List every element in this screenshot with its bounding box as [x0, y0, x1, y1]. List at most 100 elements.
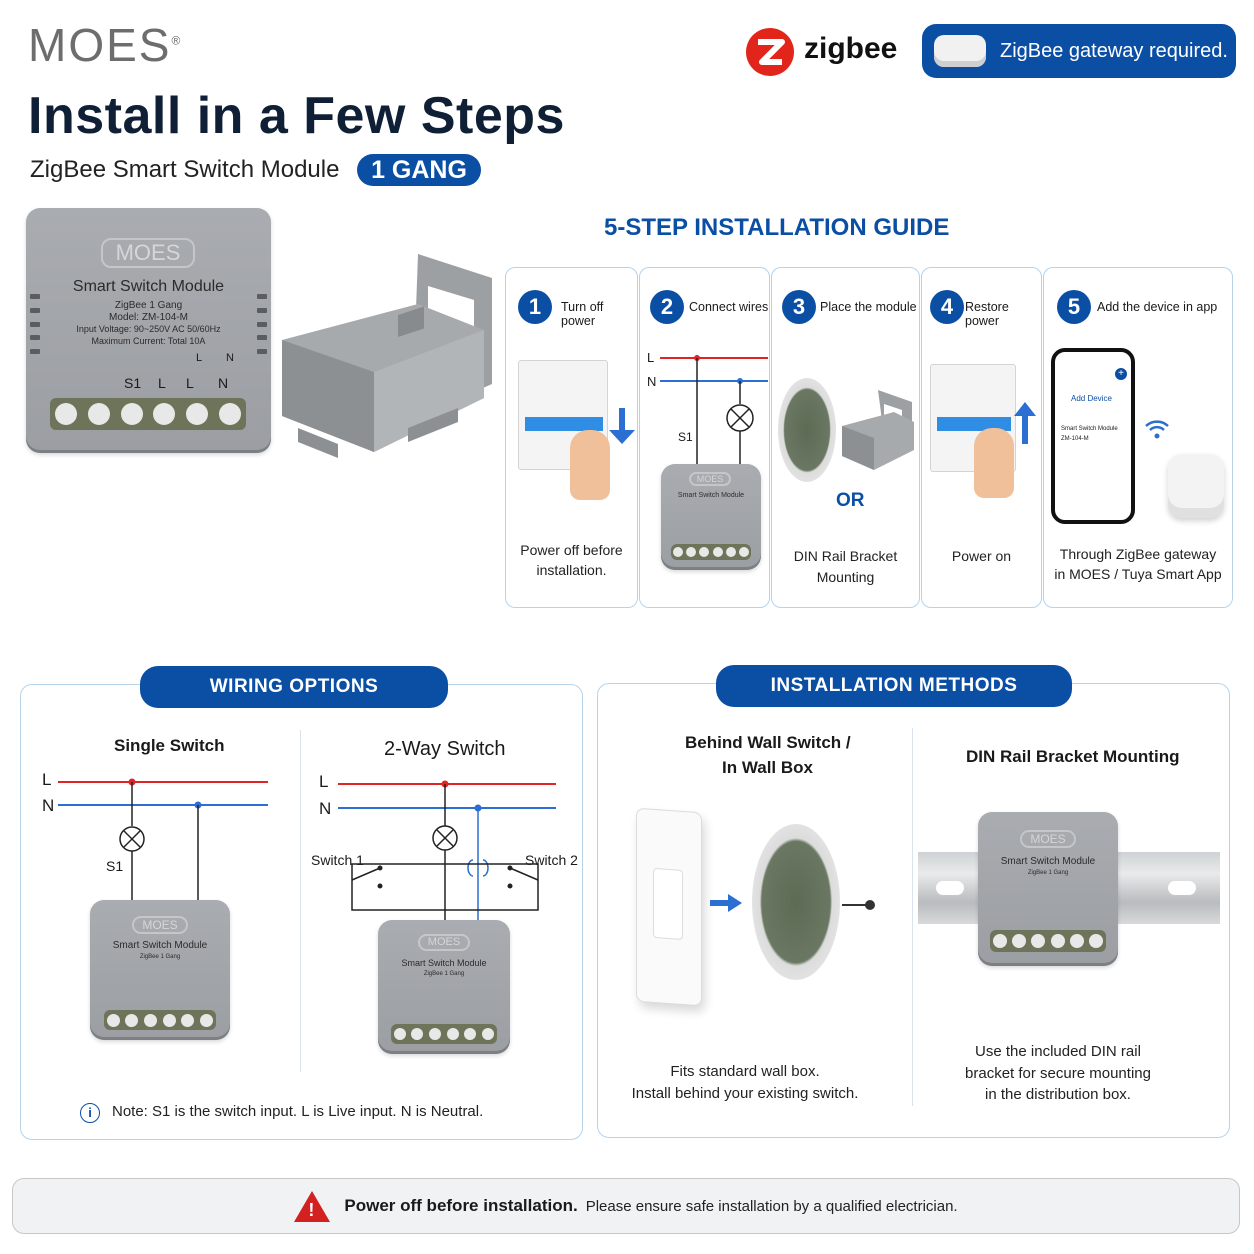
single-module-image: MOES Smart Switch Module ZigBee 1 Gang [90, 900, 230, 1040]
gateway-hub-icon [934, 35, 986, 67]
step-1-number: 1 [518, 290, 552, 324]
two-way-diagram [338, 780, 556, 920]
step-4-label: Restore power [965, 300, 1009, 328]
wall-box-module-image [752, 824, 840, 980]
single-l-label: L [42, 770, 52, 789]
module-mark-l: L [196, 352, 203, 364]
module-line4: Maximum Current: Total 10A [91, 336, 206, 346]
wiring-divider [300, 730, 301, 1072]
info-icon: i [80, 1103, 100, 1123]
app-item-1: Smart Switch Module [1061, 426, 1118, 432]
module-logo: MOES [101, 238, 195, 268]
product-module-image: MOES Smart Switch Module ZigBee 1 Gang M… [26, 208, 271, 453]
step-3-number: 3 [782, 290, 816, 324]
footer-bold-text: Power off before installation. [344, 1196, 578, 1215]
din-method-title: DIN Rail Bracket Mounting [966, 747, 1180, 766]
step-3-card: 3 Place the module OR DIN Rail Bracket M… [771, 267, 920, 608]
step-2-wire-s1-label: S1 [678, 430, 693, 444]
arrow-down-icon [619, 408, 625, 436]
step-3-label: Place the module [820, 300, 917, 314]
step-4-number: 4 [930, 290, 964, 324]
two-way-module-image: MOES Smart Switch Module ZigBee 1 Gang [378, 920, 510, 1054]
din-module-image: MOES Smart Switch Module ZigBee 1 Gang [978, 812, 1118, 966]
terminal-block [50, 398, 246, 430]
step-2-wire-l-label: L [647, 350, 655, 365]
step-1-caption-l2: installation. [536, 562, 607, 578]
din-bracket-image [282, 254, 492, 458]
module-name: Smart Switch Module [72, 278, 225, 295]
step-4-caption-l1: Power on [951, 548, 1012, 564]
footer-text: Please ensure safe installation by a qua… [585, 1197, 958, 1215]
terminal-label-s1: S1 [124, 375, 142, 391]
step-5-number: 5 [1057, 290, 1091, 324]
din-caption-l1: Use the included DIN rail [975, 1043, 1141, 1060]
zigbee-logo-icon [746, 28, 794, 76]
brand-logo: MOES® [28, 19, 183, 71]
footer-warning: ! Power off before installation. Please … [12, 1178, 1240, 1234]
module-vent-left [30, 294, 40, 354]
wall-caption-l1: Fits standard wall box. [670, 1063, 820, 1080]
wall-method-title-l2: In Wall Box [722, 758, 813, 777]
page-subtitle: ZigBee Smart Switch Module [30, 156, 340, 183]
or-text: OR [836, 490, 865, 511]
methods-title: INSTALLATION METHODS [716, 665, 1072, 707]
step-2-wiring-diagram [660, 355, 768, 464]
step-2-label: Connect wires [689, 300, 769, 314]
step-2-number: 2 [650, 290, 684, 324]
two-way-l-label: L [319, 772, 329, 791]
arrow-up-icon [1014, 402, 1036, 444]
warning-icon: ! [294, 1190, 331, 1222]
add-icon: + [1115, 368, 1127, 380]
module-line2: Model: ZM-104-M [109, 312, 188, 323]
wall-method-title-l1: Behind Wall Switch / [685, 733, 851, 752]
terminal-label-n: N [218, 375, 229, 391]
step-5-card: 5 Add the device in app + Add Device Sma… [1043, 267, 1233, 608]
din-caption-l3: in the distribution box. [985, 1086, 1131, 1103]
single-switch-diagram [58, 778, 268, 902]
app-add-device: Add Device [1071, 394, 1112, 403]
wiring-note: Note: S1 is the switch input. L is Live … [112, 1103, 484, 1120]
hand-icon [974, 428, 1014, 498]
step-5-caption-l2: in MOES / Tuya Smart App [1054, 566, 1222, 582]
wall-box-image [778, 378, 836, 482]
terminal-label-l1: L [158, 375, 166, 391]
module-line3: Input Voltage: 90~250V AC 50/60Hz [76, 324, 221, 334]
gateway-notice: ZigBee gateway required. [922, 24, 1236, 78]
wall-caption-l2: Install behind your existing switch. [631, 1085, 859, 1102]
step-1-card: 1 Turn off power Power off before instal… [505, 267, 638, 608]
wifi-icon [1145, 420, 1169, 439]
wall-switch-image [636, 807, 702, 1007]
step-2-wire-n-label: N [647, 374, 657, 389]
step-3-caption-l1: DIN Rail Bracket [793, 548, 898, 564]
module-mark-n: N [226, 352, 234, 364]
single-switch-title: Single Switch [114, 736, 225, 755]
guide-title: 5-STEP INSTALLATION GUIDE [604, 214, 950, 241]
two-way-title: 2-Way Switch [384, 738, 506, 760]
step-4-card: 4 Restore power Power on [921, 267, 1042, 608]
bracket-small-image [842, 390, 914, 470]
page-title: Install in a Few Steps [28, 87, 565, 145]
gateway-notice-text: ZigBee gateway required. [1000, 39, 1228, 62]
module-vent-right [257, 294, 267, 354]
app-item-2: ZM-104-M [1061, 436, 1089, 442]
gang-badge: 1 GANG [357, 154, 481, 186]
methods-divider [912, 728, 913, 1106]
din-caption-l2: bracket for secure mounting [965, 1065, 1151, 1082]
arrow-right-icon [710, 894, 742, 912]
module-line1: ZigBee 1 Gang [114, 300, 183, 311]
zigbee-wordmark: zigbee [804, 32, 898, 65]
step-3-caption-l2: Mounting [816, 569, 875, 585]
single-s1-label: S1 [106, 858, 124, 874]
terminal-label-l2: L [186, 375, 194, 391]
step-2-module-image: MOES Smart Switch Module [661, 464, 761, 570]
phone-image: + Add Device Smart Switch Module ZM-104-… [1051, 348, 1135, 524]
step-1-caption-l1: Power off before [520, 542, 623, 558]
step-1-label: Turn off power [561, 300, 604, 328]
switch-1-label: Switch 1 [311, 852, 364, 868]
two-way-n-label: N [319, 799, 332, 818]
step-2-card: 2 Connect wires L N S1 MOES Smart Switch… [639, 267, 770, 608]
hand-icon [570, 430, 610, 500]
step-5-label: Add the device in app [1097, 300, 1218, 314]
step-5-caption-l1: Through ZigBee gateway [1059, 546, 1217, 562]
screw-icon [842, 900, 875, 910]
